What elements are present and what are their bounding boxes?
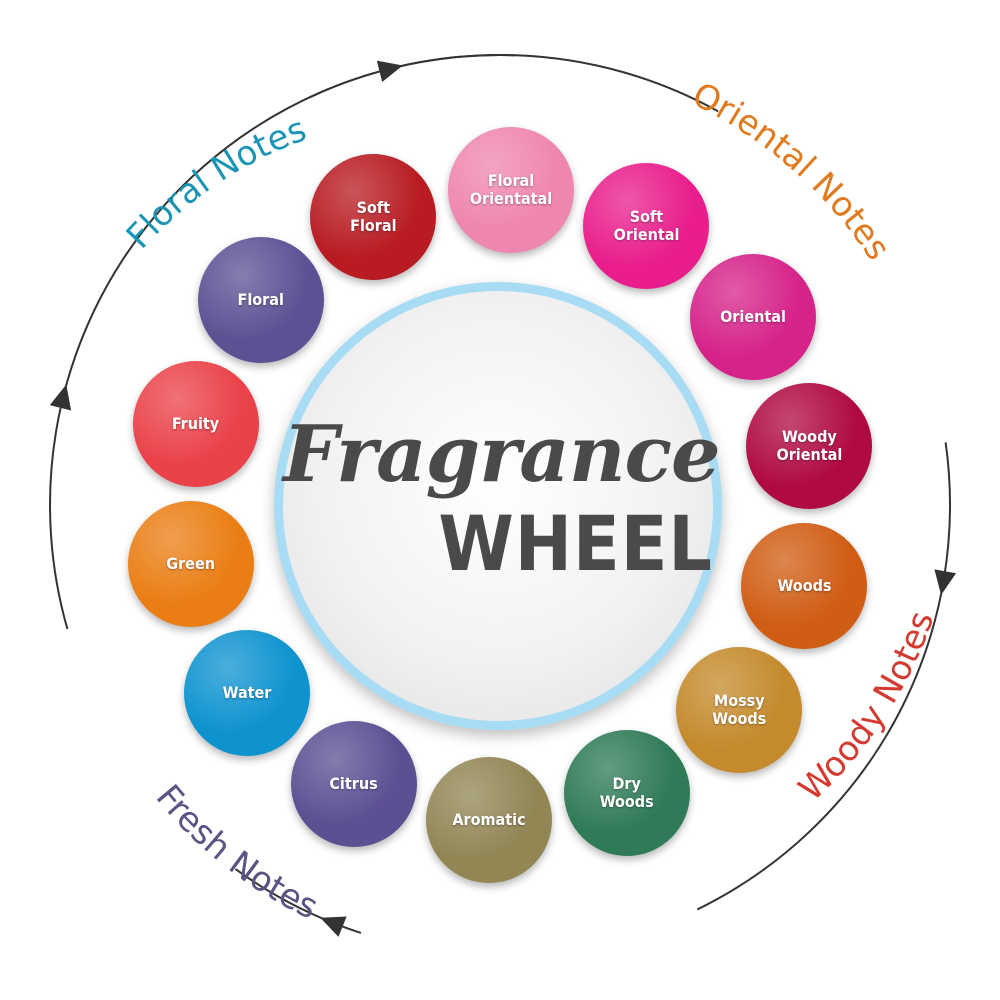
bubble-label: Dry Woods (599, 774, 654, 812)
bubble-label: Woody Oriental (776, 426, 843, 464)
bubble-water: Water (184, 629, 311, 756)
ring-arrow-icon (320, 916, 347, 937)
center-circle: Fragrance WHEEL (274, 282, 722, 730)
floral-notes-label: Floral Notes (119, 109, 312, 256)
bubble-label: Soft Floral (350, 197, 397, 235)
ring-arc-segment (309, 54, 719, 113)
outer-ring-arcs (49, 54, 957, 937)
ring-arrow-icon (376, 60, 403, 82)
bubble-label: Citrus (329, 773, 378, 793)
bubble-label: Aromatic (452, 809, 526, 829)
bubble-label: Floral (237, 290, 284, 310)
oriental-notes-label: Oriental Notes (686, 75, 898, 268)
bubble-soft-floral: Soft Floral (310, 153, 437, 280)
title-fragrance: Fragrance (283, 409, 721, 500)
floral-notes-text: Floral Notes (119, 109, 312, 256)
ring-arrow-icon (934, 569, 957, 595)
bubble-label: Floral Orientatal (469, 171, 553, 209)
bubble-label: Mossy Woods (712, 690, 767, 728)
title-wheel: WHEEL (438, 499, 713, 588)
bubble-mossy-woods: Mossy Woods (676, 646, 803, 773)
bubble-label: Oriental (720, 307, 786, 327)
ring-arrow-icon (49, 384, 72, 411)
bubble-label: Green (166, 554, 215, 574)
bubble-woody-oriental: Woody Oriental (746, 382, 873, 509)
bubble-label: Soft Oriental (613, 207, 680, 245)
bubble-label: Fruity (171, 414, 220, 434)
bubble-soft-oriental: Soft Oriental (583, 163, 710, 290)
bubble-floral-orientatal: Floral Orientatal (447, 127, 574, 254)
bubble-aromatic: Aromatic (426, 756, 552, 883)
bubble-green: Green (127, 501, 254, 628)
bubble-oriental: Oriental (689, 254, 816, 381)
bubble-fruity: Fruity (132, 361, 259, 488)
oriental-notes-text: Oriental Notes (686, 75, 898, 268)
bubble-label: Woods (777, 575, 832, 595)
bubble-dry-woods: Dry Woods (563, 730, 690, 857)
bubble-label: Water (222, 682, 272, 702)
bubble-floral: Floral (197, 237, 324, 364)
bubble-citrus: Citrus (290, 720, 417, 847)
bubble-woods: Woods (741, 522, 868, 649)
ring-arc-segment (696, 442, 951, 911)
ring-arc-segment (234, 868, 362, 934)
